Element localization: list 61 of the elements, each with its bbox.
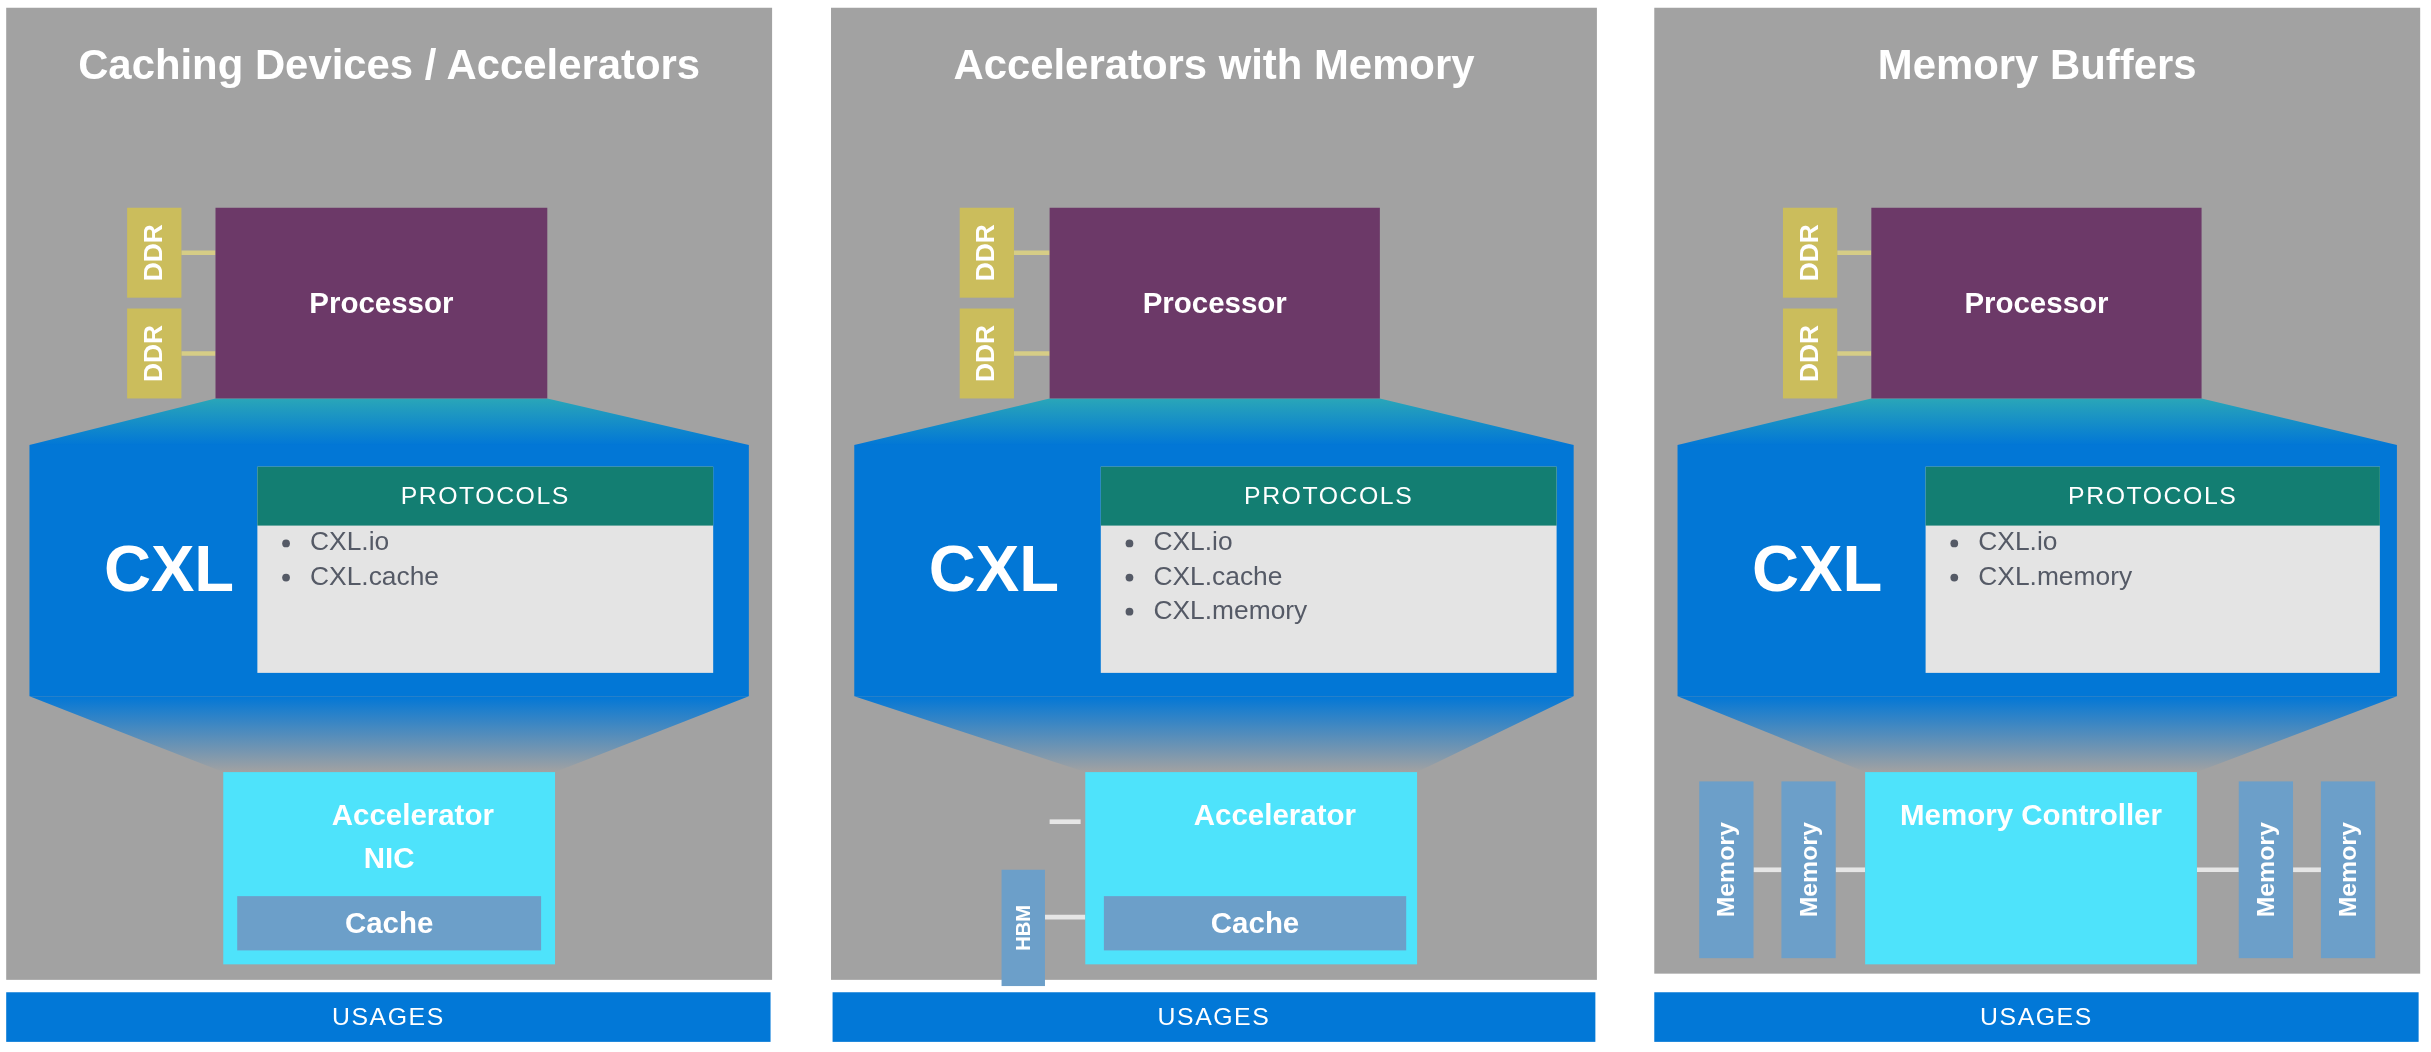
connector-line	[181, 250, 216, 256]
usage-panel	[1654, 7, 2421, 974]
memory-controller-box	[1865, 772, 2197, 965]
cxl-band	[854, 444, 1574, 697]
accelerator-label: Accelerator	[1192, 797, 1357, 833]
connector-line	[1049, 819, 1081, 825]
memory-module: Memory	[2238, 781, 2294, 959]
cache-box: Cache	[237, 896, 542, 951]
processor-box: Processor	[1871, 207, 2202, 399]
memory-module: Memory	[1699, 781, 1754, 959]
protocol-list-item: CXL.memory	[1153, 594, 1308, 627]
processor-box: Processor	[215, 207, 548, 399]
ddr-module: DDR	[127, 308, 182, 399]
panel-title: Memory Buffers	[1876, 41, 2198, 90]
cxl-label: CXL	[928, 531, 1059, 607]
cxl-label: CXL	[103, 531, 235, 607]
memory-module: Memory	[2320, 781, 2376, 959]
protocol-list-item: CXL.memory	[1978, 560, 2133, 593]
cache-box: Cache	[1103, 896, 1407, 951]
connector-line	[2293, 867, 2321, 873]
usages-bar: USAGES	[6, 992, 771, 1042]
ddr-module: DDR	[1782, 207, 1838, 298]
connector-line	[1013, 351, 1050, 356]
accelerator-label: Accelerator NIC	[330, 797, 495, 877]
protocol-list-item: CXL.cache	[310, 560, 440, 593]
accelerator-box	[1085, 772, 1418, 965]
memory-module: Memory	[1781, 781, 1836, 959]
controller-label: Memory Controller	[1899, 797, 2163, 833]
hbm-module: HBM	[1001, 869, 1045, 987]
cxl-band	[29, 444, 749, 697]
panel-title: Accelerators with Memory	[952, 41, 1476, 90]
protocol-list-item: CXL.io	[1153, 526, 1233, 559]
cxl-label: CXL	[1751, 531, 1883, 607]
protocols-header: PROTOCOLS	[1100, 466, 1557, 526]
connector-line	[1835, 867, 1866, 873]
connector-line	[1837, 351, 1872, 356]
connector-line	[181, 351, 216, 356]
ddr-module: DDR	[959, 308, 1014, 399]
protocols-card	[1925, 466, 2380, 673]
ddr-module: DDR	[1782, 308, 1838, 399]
connector-line	[1753, 867, 1782, 873]
protocol-list-item: CXL.io	[1978, 526, 2058, 559]
protocol-list-item: CXL.cache	[1153, 560, 1283, 593]
processor-box: Processor	[1049, 207, 1380, 399]
protocol-list-item: CXL.io	[310, 526, 390, 559]
panel-title: Caching Devices / Accelerators	[77, 41, 702, 90]
connector-line	[1044, 914, 1086, 920]
connector-line	[1013, 250, 1050, 256]
ddr-module: DDR	[127, 207, 182, 298]
connector-line	[1837, 250, 1872, 256]
protocols-card	[1100, 466, 1557, 673]
usage-panel	[6, 7, 773, 980]
usages-bar: USAGES	[832, 992, 1596, 1042]
ddr-module: DDR	[959, 207, 1014, 298]
accelerator-box	[223, 772, 556, 965]
cxl-band	[1677, 444, 2397, 697]
usages-bar: USAGES	[1654, 992, 2419, 1042]
connector-line	[2196, 867, 2239, 873]
protocols-card	[257, 466, 714, 673]
protocols-header: PROTOCOLS	[257, 466, 714, 526]
protocols-header: PROTOCOLS	[1925, 466, 2380, 526]
